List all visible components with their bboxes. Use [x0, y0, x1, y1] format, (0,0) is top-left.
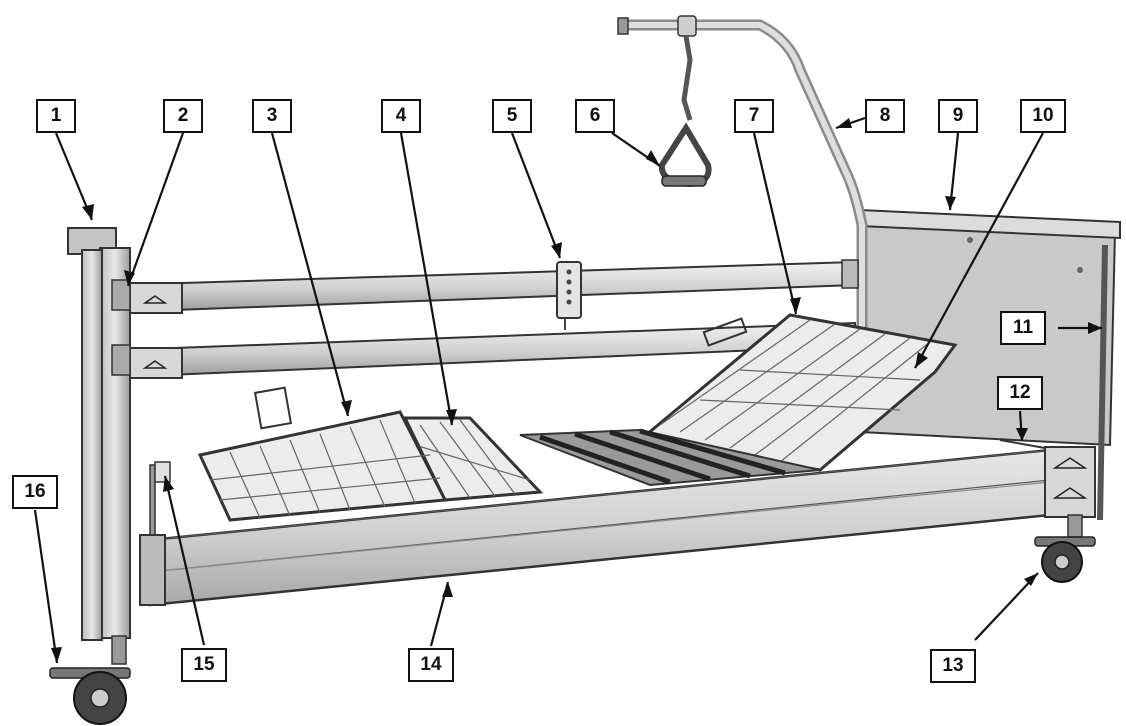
callout-label-16: 16 [12, 475, 58, 509]
slatted-base [519, 428, 821, 487]
trapeze-handle [658, 35, 712, 188]
side-rail-upper [119, 259, 859, 314]
headboard [859, 208, 1121, 521]
callout-label-14: 14 [408, 648, 454, 682]
callout-arrowheads [51, 118, 1102, 663]
castor-head-end [1034, 514, 1096, 583]
callout-label-3: 3 [252, 99, 292, 133]
hand-control [556, 261, 582, 330]
callout-label-1: 1 [36, 99, 76, 133]
lifting-pole [617, 15, 868, 431]
leg-rest-section [197, 386, 448, 522]
callout-label-4: 4 [381, 99, 421, 133]
callout-label-10: 10 [1020, 99, 1066, 133]
castor-foot-end [49, 635, 131, 725]
callout-leaders [33, 116, 1102, 664]
callout-label-5: 5 [492, 99, 532, 133]
callout-label-15: 15 [181, 648, 227, 682]
callout-label-2: 2 [163, 99, 203, 133]
callout-label-13: 13 [930, 649, 976, 683]
footboard [67, 227, 131, 641]
base-frame [139, 439, 1096, 607]
callout-label-7: 7 [734, 99, 774, 133]
callout-label-9: 9 [938, 99, 978, 133]
callout-label-11: 11 [1000, 311, 1046, 345]
callout-label-12: 12 [997, 376, 1043, 410]
callout-label-8: 8 [865, 99, 905, 133]
callout-label-6: 6 [575, 99, 615, 133]
